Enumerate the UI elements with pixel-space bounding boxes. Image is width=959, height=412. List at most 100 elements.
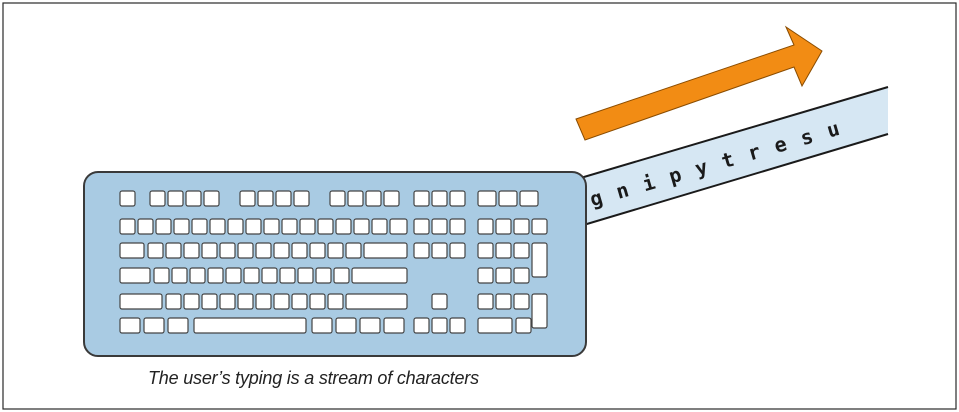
key: [256, 243, 271, 258]
key: [328, 243, 343, 258]
key: [478, 318, 512, 333]
key: [334, 268, 349, 283]
key: [346, 243, 361, 258]
key: [514, 268, 529, 283]
key: [228, 219, 243, 234]
key: [478, 191, 496, 206]
key: [496, 294, 511, 309]
key: [168, 318, 188, 333]
key: [516, 318, 531, 333]
key: [364, 243, 407, 258]
key: [414, 191, 429, 206]
key: [450, 243, 465, 258]
key: [208, 268, 223, 283]
key: [172, 268, 187, 283]
key: [372, 219, 387, 234]
key: [292, 294, 307, 309]
key: [432, 191, 447, 206]
key: [240, 191, 255, 206]
key: [312, 318, 332, 333]
key: [120, 268, 150, 283]
key: [310, 243, 325, 258]
key: [238, 243, 253, 258]
key: [450, 219, 465, 234]
key: [496, 243, 511, 258]
key: [432, 219, 447, 234]
key: [156, 219, 171, 234]
key: [246, 219, 261, 234]
key: [138, 219, 153, 234]
key: [514, 294, 529, 309]
key: [226, 268, 241, 283]
key: [520, 191, 538, 206]
key: [330, 191, 345, 206]
key: [190, 268, 205, 283]
key: [366, 191, 381, 206]
key: [514, 219, 529, 234]
key: [192, 219, 207, 234]
key: [150, 191, 165, 206]
key: [414, 243, 429, 258]
key: [166, 243, 181, 258]
key: [238, 294, 253, 309]
key: [184, 294, 199, 309]
key: [186, 191, 201, 206]
key: [532, 219, 547, 234]
key: [292, 243, 307, 258]
key: [316, 268, 331, 283]
key: [478, 294, 493, 309]
key: [194, 318, 306, 333]
key: [336, 318, 356, 333]
key: [166, 294, 181, 309]
key: [220, 243, 235, 258]
key: [154, 268, 169, 283]
key: [496, 268, 511, 283]
key: [120, 191, 135, 206]
key: [202, 294, 217, 309]
key: [274, 243, 289, 258]
key: [478, 219, 493, 234]
key: [496, 219, 511, 234]
key: [450, 191, 465, 206]
key: [282, 219, 297, 234]
key: [262, 268, 277, 283]
key: [144, 318, 164, 333]
key: [120, 318, 140, 333]
key: [120, 294, 162, 309]
key: [414, 219, 429, 234]
key: [348, 191, 363, 206]
key: [258, 191, 273, 206]
key: [532, 243, 547, 277]
key: [432, 294, 447, 309]
key: [390, 219, 407, 234]
figure-caption: The user’s typing is a stream of charact…: [148, 368, 479, 389]
key: [298, 268, 313, 283]
key: [168, 191, 183, 206]
character-stream-band: [540, 87, 888, 238]
key: [294, 191, 309, 206]
key: [360, 318, 380, 333]
key: [432, 318, 447, 333]
key: [276, 191, 291, 206]
key: [310, 294, 325, 309]
key: [499, 191, 517, 206]
key: [384, 191, 399, 206]
key: [264, 219, 279, 234]
key: [244, 268, 259, 283]
key: [414, 318, 429, 333]
key: [478, 243, 493, 258]
key: [120, 219, 135, 234]
key: [384, 318, 404, 333]
key: [346, 294, 407, 309]
key: [532, 294, 547, 328]
key: [352, 268, 407, 283]
key: [120, 243, 144, 258]
key: [328, 294, 343, 309]
key: [204, 191, 219, 206]
key: [202, 243, 217, 258]
key: [318, 219, 333, 234]
key: [336, 219, 351, 234]
key: [184, 243, 199, 258]
